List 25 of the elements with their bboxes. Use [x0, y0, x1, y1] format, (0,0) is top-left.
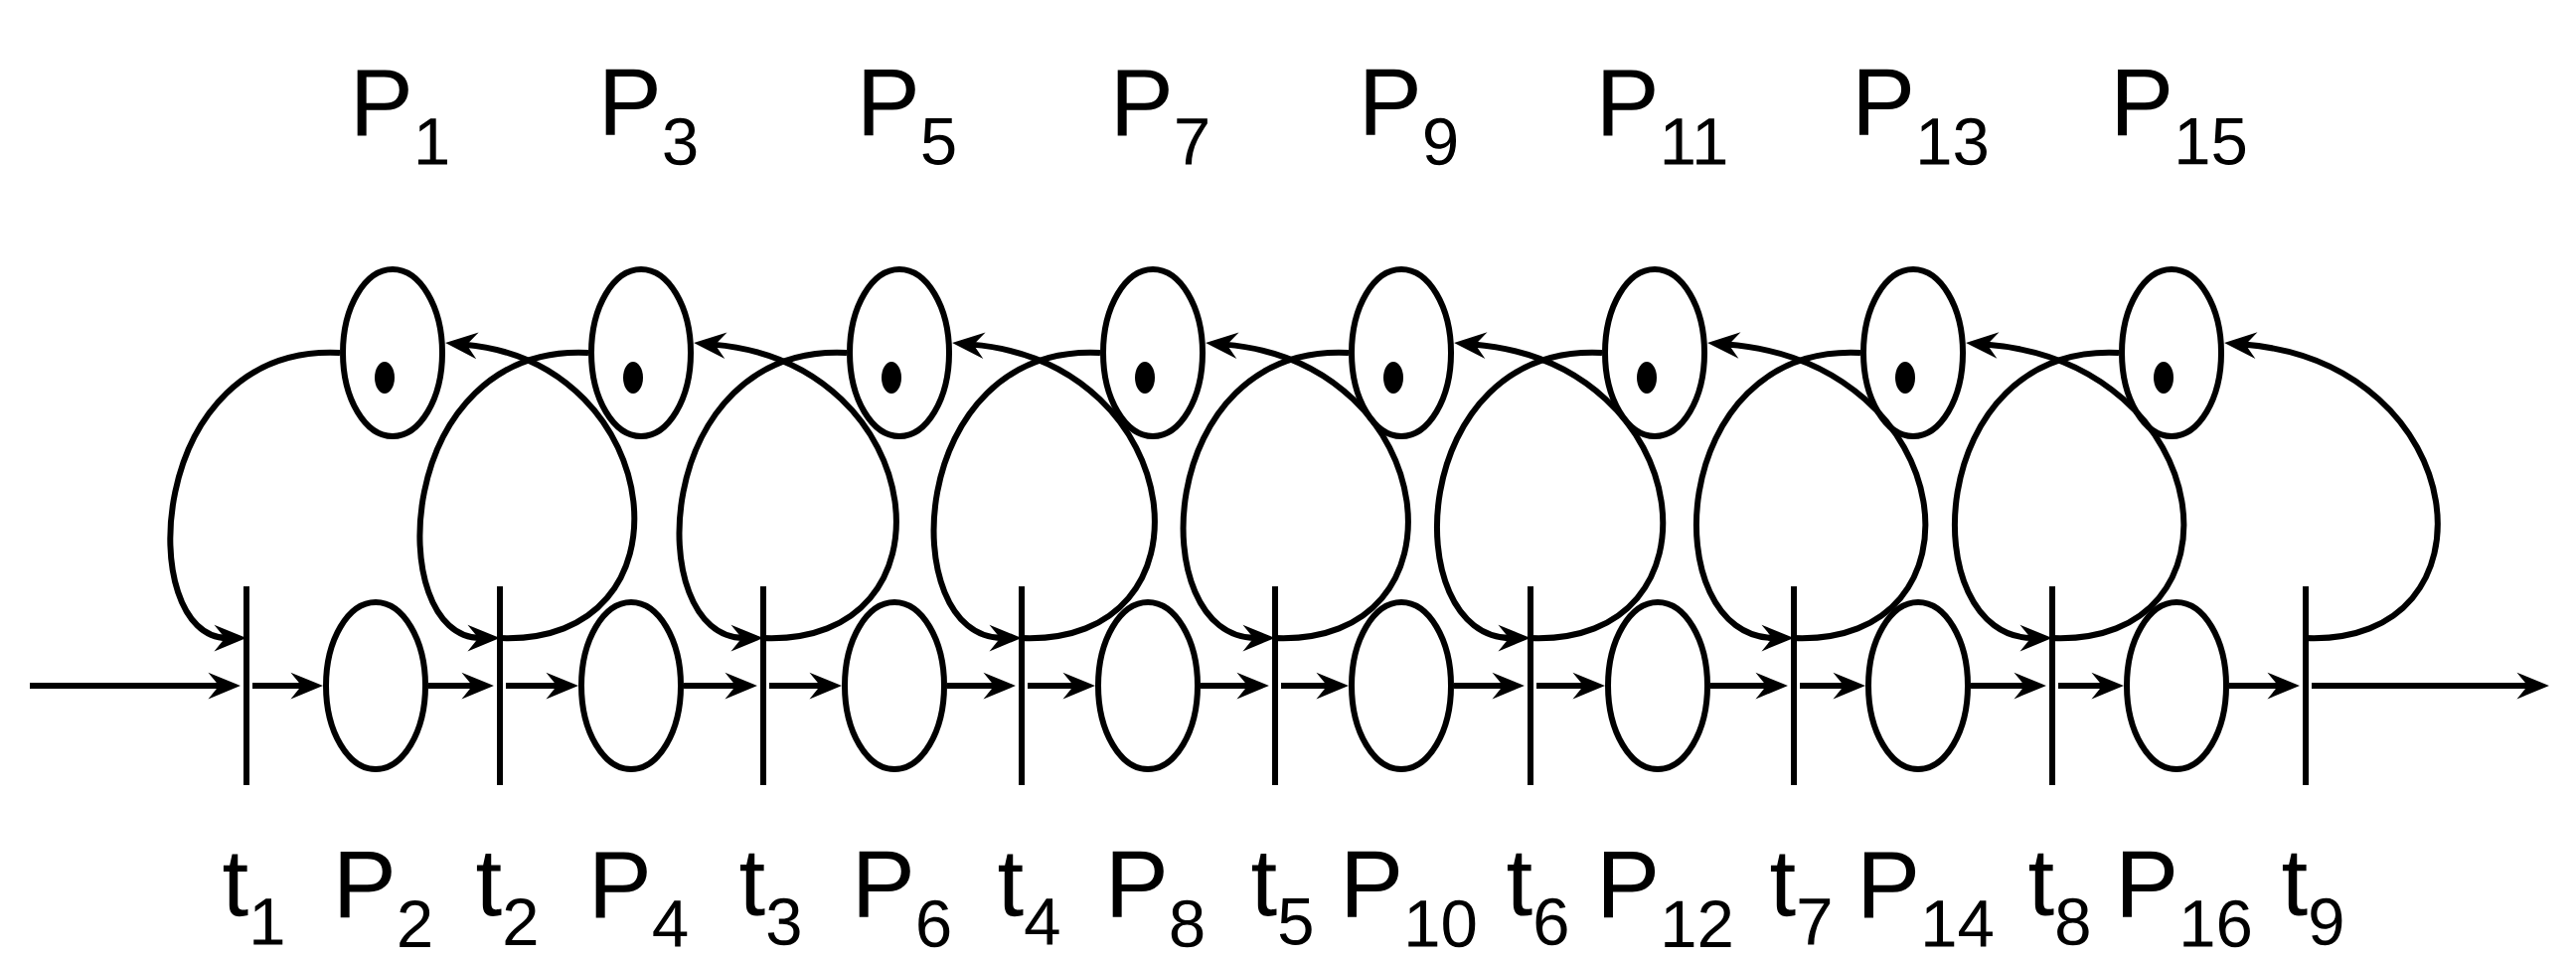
place-label: P$_{3}$ [605, 69, 697, 166]
place-label: P$_{7}$ [1117, 70, 1208, 165]
place-label: P$_{16}$ [2123, 851, 2250, 948]
place-label: P$_{14}$ [1864, 852, 1993, 947]
transition-label: t$_{2}$ [476, 854, 537, 945]
transition-label: t$_{1}$ [223, 854, 283, 945]
place-label: P$_{6}$ [859, 851, 950, 948]
place-label: P$_{1}$ [357, 70, 447, 165]
place-label: P$_{11}$ [1603, 70, 1726, 165]
transition-label: t$_{5}$ [1251, 854, 1312, 945]
transition-label: t$_{6}$ [1507, 853, 1567, 946]
transition-label: t$_{3}$ [739, 853, 800, 946]
transition-label: t$_{8}$ [2028, 853, 2089, 946]
place-label: P$_{4}$ [595, 852, 688, 947]
place-label: P$_{10}$ [1348, 851, 1476, 948]
transition-label: t$_{7}$ [1770, 854, 1831, 945]
place-label: P$_{13}$ [1859, 69, 1987, 166]
place-label: P$_{5}$ [864, 70, 955, 165]
transition-label: t$_{4}$ [998, 854, 1059, 945]
place-label: P$_{12}$ [1604, 852, 1731, 947]
place-label: P$_{2}$ [340, 852, 430, 947]
place-label: P$_{8}$ [1112, 851, 1204, 948]
place-label: P$_{9}$ [1366, 69, 1457, 166]
place-label: P$_{15}$ [2118, 70, 2246, 165]
transition-label: t$_{9}$ [2282, 853, 2342, 946]
